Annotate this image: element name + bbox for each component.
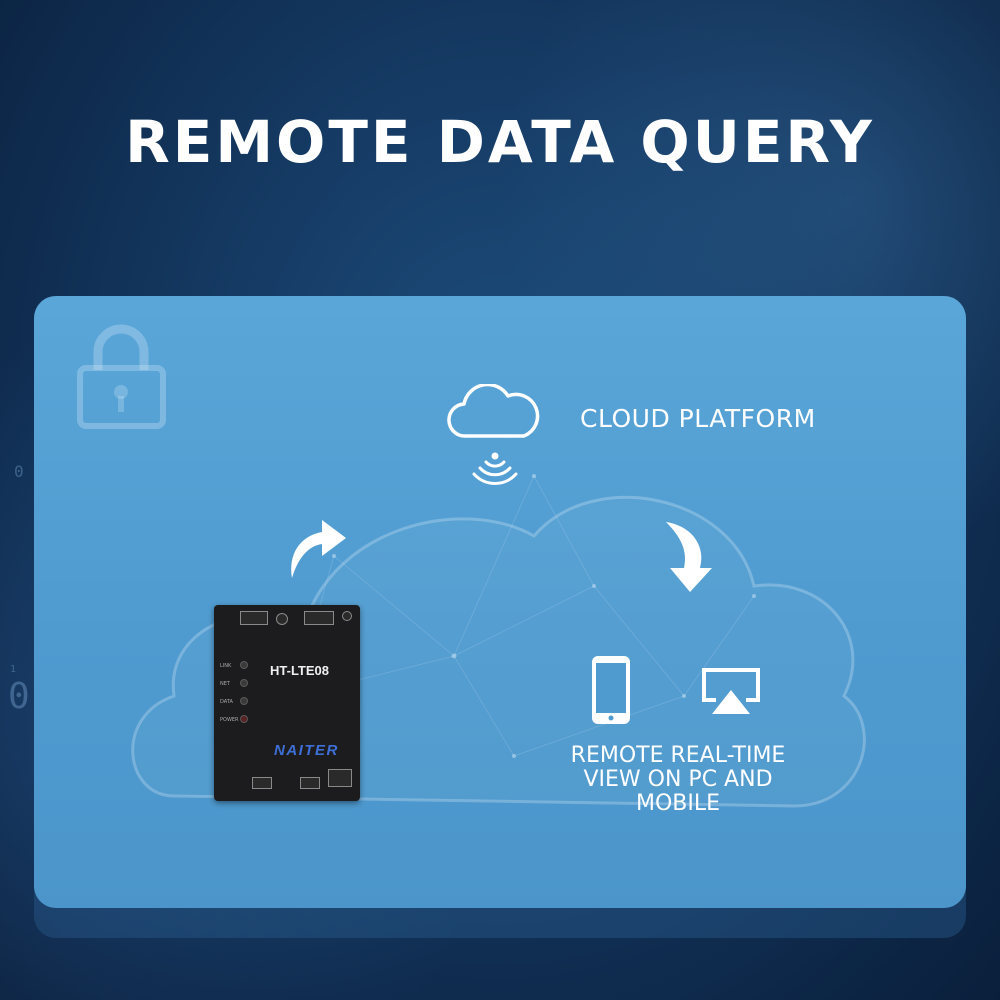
curved-arrow-down-icon (666, 522, 712, 592)
led-indicator (240, 697, 248, 705)
led-label: DATA (220, 699, 233, 705)
led-label: NET (220, 681, 230, 687)
device-port (252, 777, 272, 789)
device-model-label: HT-LTE08 (270, 663, 329, 678)
led-indicator (240, 679, 248, 687)
lock-icon (77, 324, 166, 429)
led-indicator (240, 715, 248, 723)
page-title: REMOTE DATA QUERY (125, 108, 875, 176)
curved-arrow-up-icon (291, 520, 346, 578)
device-brand-logo: NAITER (274, 742, 339, 759)
device-port (276, 613, 288, 625)
lte-router-device: HT-LTE08 LINK NET DATA POWER NAITER (214, 605, 360, 801)
smartphone-icon (592, 656, 630, 724)
cloud-icon (447, 384, 540, 438)
remote-view-label-line: MOBILE (635, 791, 721, 816)
device-port (300, 777, 320, 789)
cloud-platform-label: CLOUD PLATFORM (580, 404, 816, 433)
device-port (304, 611, 334, 625)
diagram-panel: CLOUD PLATFORM HT-LTE08 LINK NET DATA PO… (34, 296, 966, 908)
device-port (328, 769, 352, 787)
led-indicator (240, 661, 248, 669)
remote-view-label-line: REMOTE REAL-TIME (570, 743, 786, 768)
remote-view-label-line: VIEW ON PC AND (583, 767, 773, 792)
device-port (240, 611, 268, 625)
background-digit: 0 (14, 462, 24, 481)
remote-view-label: REMOTE REAL-TIME VIEW ON PC AND MOBILE (528, 744, 828, 816)
airplay-screen-icon (702, 668, 760, 714)
led-label: LINK (220, 663, 232, 669)
led-label: POWER (220, 717, 239, 723)
device-antenna-port (342, 611, 352, 621)
background-digit: 1 (10, 664, 17, 675)
signal-icon (472, 452, 518, 485)
